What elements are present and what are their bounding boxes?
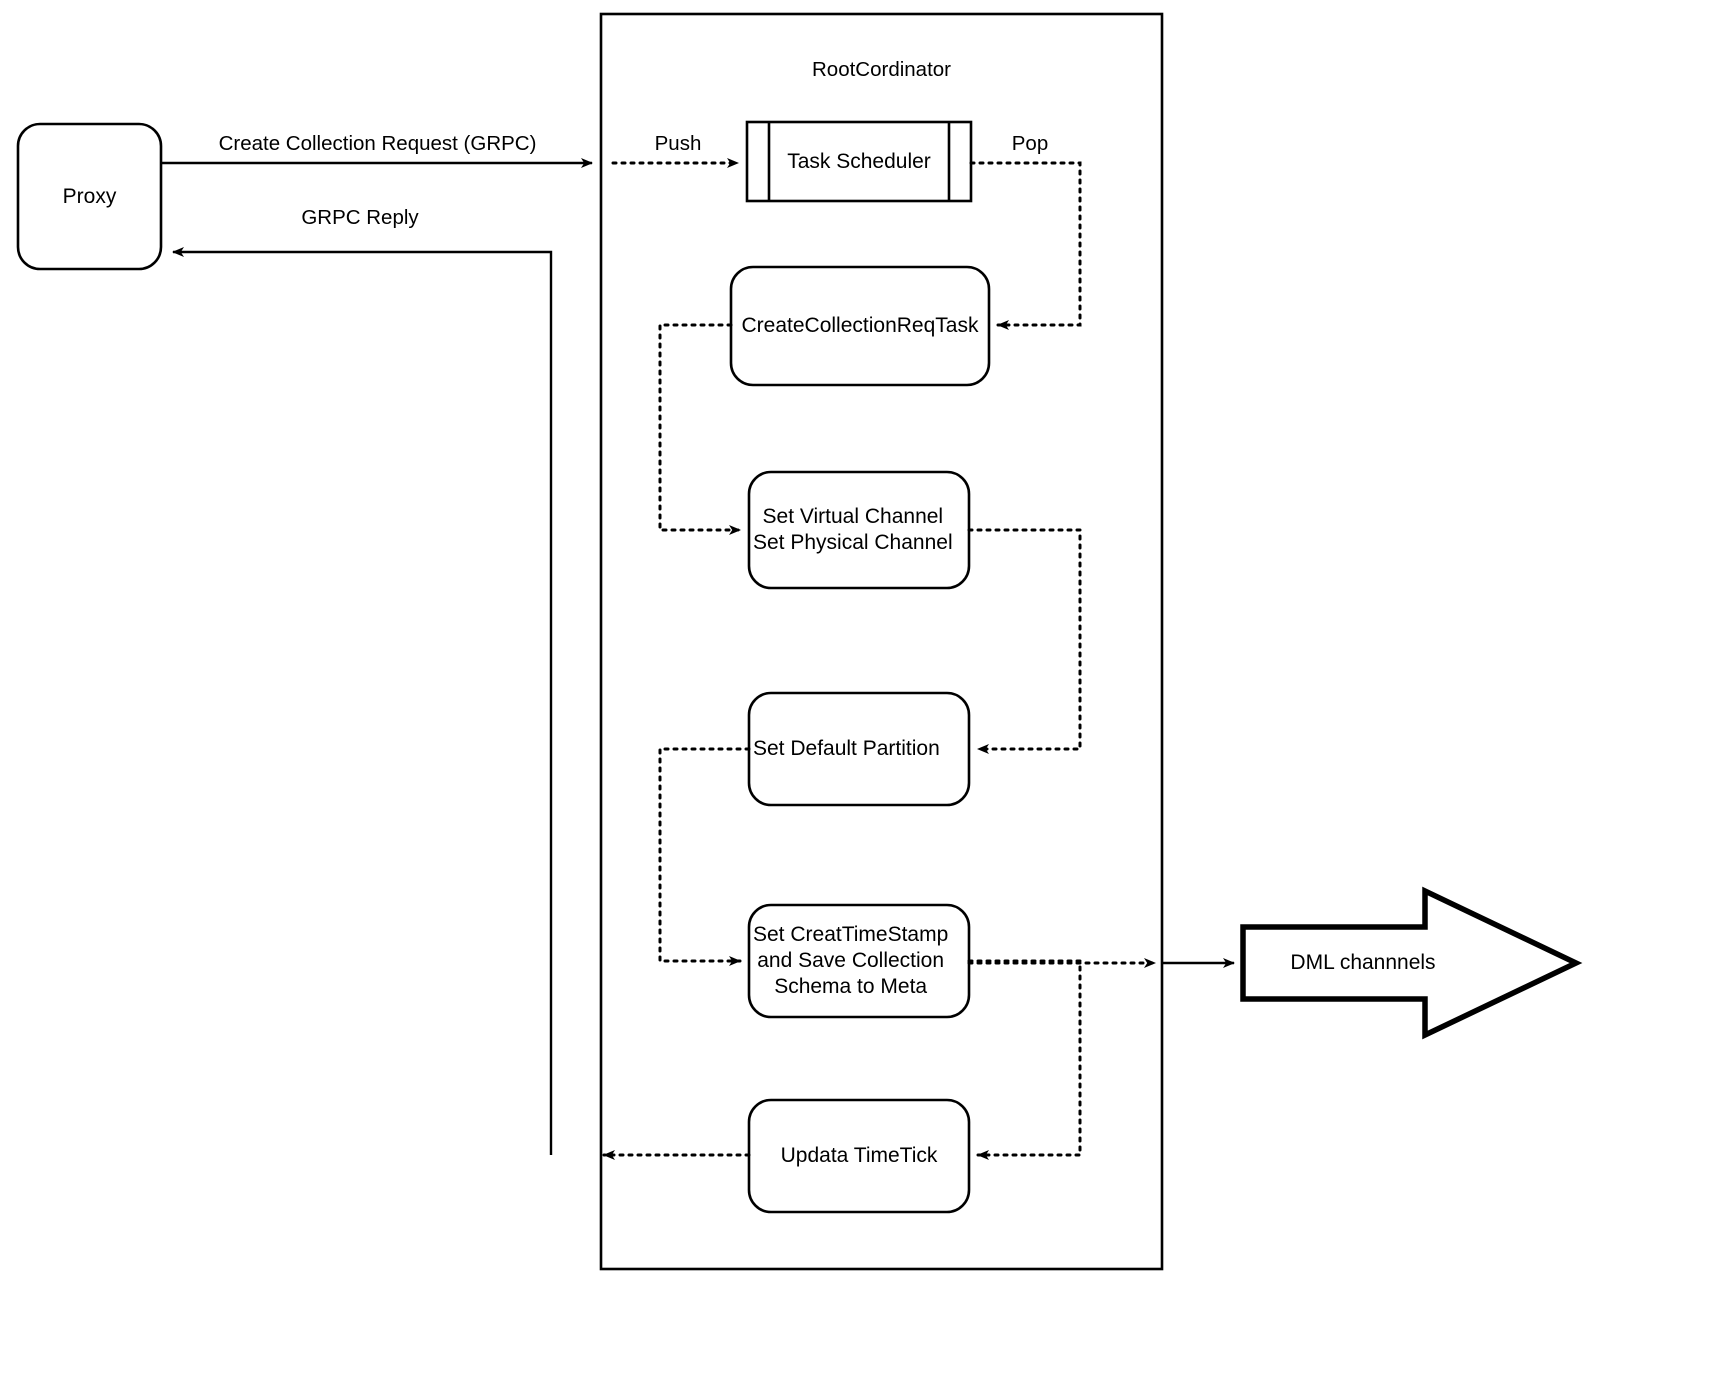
update-timetick-label: Updata TimeTick — [780, 1144, 938, 1167]
edge-label-push: Push — [654, 132, 702, 155]
proxy-node-shape — [16, 122, 163, 271]
dml-channels-shape — [1240, 886, 1583, 1040]
task-scheduler-label: Task Scheduler — [787, 149, 931, 173]
set-channels-label: Set Virtual Channel Set Physical Channel — [753, 505, 953, 554]
task-scheduler-shape — [745, 120, 973, 203]
edge-label-pop: Pop — [1011, 132, 1049, 155]
edge-timestamp-to-timetick — [967, 959, 1082, 1160]
proxy-label: Proxy — [62, 184, 117, 208]
edge-task-to-set-channels — [658, 323, 742, 535]
edge-label-create-collection-request: Create Collection Request (GRPC) — [218, 132, 537, 155]
edge-label-grpc-reply: GRPC Reply — [301, 206, 419, 229]
set-default-partition-label: Set Default Partition — [753, 737, 940, 760]
rootcordinator-label: RootCordinator — [811, 58, 951, 81]
rootcordinator-container — [599, 12, 1164, 1271]
set-timestamp-save-meta-label: Set CreatTimeStamp and Save Collection S… — [753, 923, 949, 998]
edge-pop — [969, 161, 1082, 330]
create-collection-req-task-label: CreateCollectionReqTask — [741, 314, 979, 337]
dml-channels-label: DML channnels — [1290, 951, 1436, 974]
edge-channels-to-partition — [967, 528, 1082, 754]
edge-partition-to-timestamp — [658, 747, 751, 966]
edge-grpc-reply — [172, 247, 553, 1155]
